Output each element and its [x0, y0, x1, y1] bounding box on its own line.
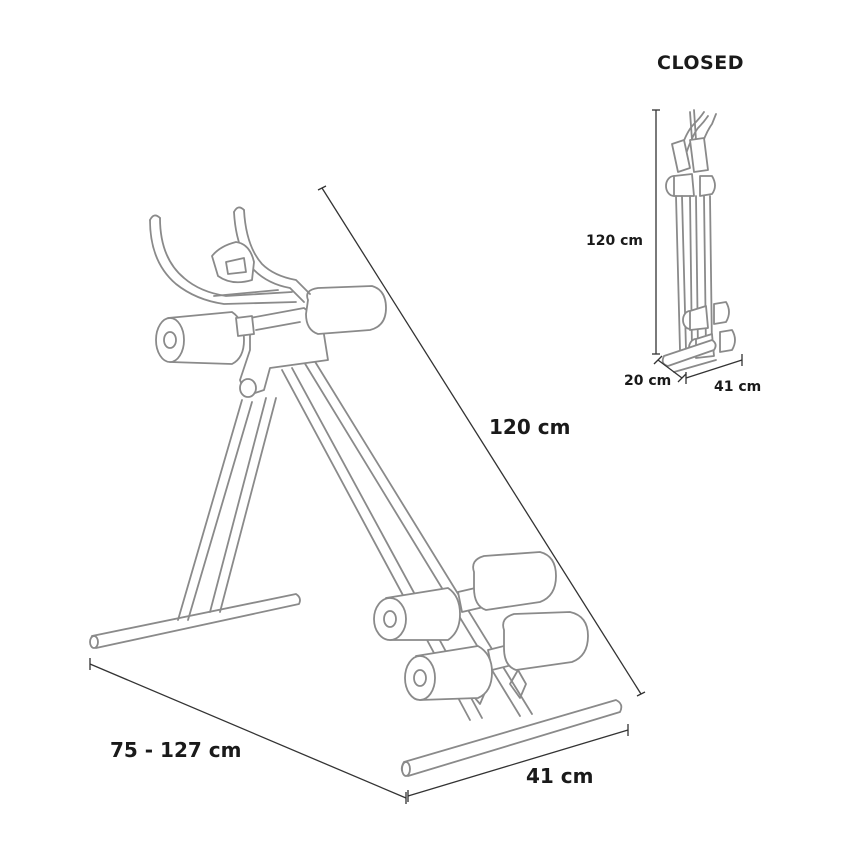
- main-height-label: 120 cm: [489, 415, 571, 439]
- dimension-depth-closed: [653, 355, 687, 383]
- upper-foot-rollers: [373, 551, 557, 641]
- ab-machine-closed: [661, 109, 736, 373]
- closed-depth-label: 20 cm: [624, 373, 672, 389]
- main-length-label: 75 - 127 cm: [110, 738, 242, 762]
- rear-base-bar: [89, 593, 301, 649]
- dimension-height-closed: [652, 109, 660, 355]
- rear-legs: [177, 397, 277, 621]
- upper-knee-rollers: [155, 285, 387, 365]
- closed-height-label: 120 cm: [586, 233, 643, 249]
- display-console: [211, 241, 255, 284]
- dimension-width-closed: [685, 354, 743, 384]
- front-base-bar: [400, 699, 623, 777]
- main-width-label: 41 cm: [526, 764, 594, 788]
- lower-foot-rollers: [404, 611, 589, 701]
- dimension-width-main: [407, 724, 629, 802]
- closed-title: CLOSED: [657, 52, 744, 74]
- ab-machine-open: [89, 206, 623, 777]
- closed-width-label: 41 cm: [714, 379, 762, 395]
- dimension-height-main: [317, 185, 646, 697]
- handlebars: [149, 206, 311, 305]
- dimension-length-main: [89, 658, 407, 804]
